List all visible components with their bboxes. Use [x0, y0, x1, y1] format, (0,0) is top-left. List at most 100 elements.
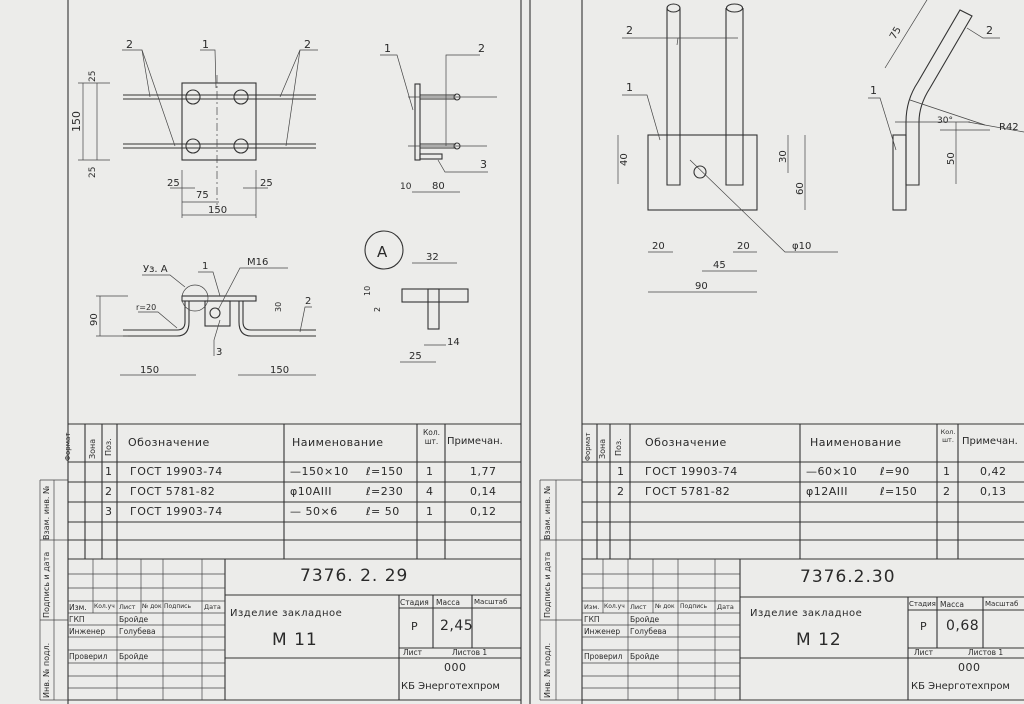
stamp-code: 000 — [444, 661, 467, 674]
stamp-sheet-label: Лист — [914, 648, 934, 657]
svg-text:1: 1 — [626, 81, 633, 94]
header-note: Примечан. — [447, 436, 503, 447]
stamp-scale-label: Масштаб — [474, 598, 508, 606]
row-designation: ГОСТ 19903-74 — [130, 465, 223, 478]
stamp-kol-uch: Кол.уч — [94, 603, 115, 610]
svg-text:2: 2 — [626, 24, 633, 37]
stamp-org: КБ Энерготехпром — [401, 681, 500, 692]
svg-text:25: 25 — [88, 167, 98, 178]
svg-text:2: 2 — [986, 24, 993, 37]
margin-replace-inv: Взам. инв. № — [543, 485, 552, 540]
svg-text:45: 45 — [713, 260, 726, 271]
product-title: Изделие закладное — [750, 608, 863, 619]
stamp-list: Лист — [119, 603, 136, 611]
row-name: — 50×6 — [290, 505, 338, 518]
svg-text:20: 20 — [652, 241, 665, 252]
svg-text:150: 150 — [208, 205, 227, 216]
svg-text:1: 1 — [202, 261, 208, 272]
header-pos: Поз. — [614, 438, 623, 456]
stamp-stage: Р — [411, 620, 419, 633]
svg-text:А: А — [377, 243, 388, 261]
row-designation: ГОСТ 19903-74 — [130, 505, 223, 518]
stamp-role: Инженер — [69, 627, 106, 636]
stamp-kol-uch: Кол.уч — [604, 603, 625, 610]
svg-text:φ10: φ10 — [792, 241, 811, 252]
m11-section-view: 90 30 Уз. А 1 М16 r=20 2 3 150 150 — [89, 257, 316, 376]
stamp-mass-label: Масса — [940, 600, 964, 609]
svg-text:2: 2 — [305, 296, 311, 307]
svg-text:1: 1 — [384, 42, 391, 55]
stamp-role: ГКП — [584, 615, 600, 624]
doc-number: 7376. 2. 29 — [300, 566, 409, 586]
stamp-mass: 2,45 — [440, 618, 474, 634]
svg-text:25: 25 — [409, 351, 422, 362]
svg-text:10: 10 — [400, 182, 412, 192]
svg-text:r=20: r=20 — [136, 303, 156, 312]
stamp-stage: Р — [920, 620, 928, 633]
svg-text:2: 2 — [478, 42, 485, 55]
product-mark: М 12 — [796, 630, 842, 650]
stamp-role: Проверил — [69, 652, 108, 661]
stamp-role: Инженер — [584, 627, 621, 636]
stamp-stage-label: Стадия — [909, 600, 936, 608]
svg-text:1: 1 — [870, 84, 877, 97]
m11-detail-a: А 32 10 2 14 25 — [363, 230, 469, 363]
svg-text:150: 150 — [140, 365, 159, 376]
row-qty: 1 — [426, 505, 434, 518]
svg-text:2: 2 — [304, 38, 311, 51]
row-length: ℓ=90 — [880, 465, 910, 478]
svg-text:150: 150 — [270, 365, 289, 376]
row-note: 0,12 — [470, 505, 497, 518]
stamp-role: ГКП — [69, 615, 85, 624]
row-length: ℓ=150 — [366, 465, 404, 478]
m11-side-view: 1 2 3 10 80 — [380, 42, 497, 193]
svg-text:3: 3 — [480, 158, 487, 171]
m12-front-view: 2 1 40 30 60 φ10 20 20 45 90 — [617, 3, 838, 293]
svg-text:2: 2 — [373, 307, 382, 312]
svg-text:10: 10 — [363, 286, 372, 296]
stamp-signature: Подпись — [164, 603, 191, 610]
svg-text:Уз. А: Уз. А — [143, 264, 168, 275]
svg-text:25: 25 — [88, 71, 98, 82]
header-name: Наименование — [810, 436, 902, 449]
header-zone: Зона — [598, 438, 607, 459]
row-qty: 4 — [426, 485, 434, 498]
stamp-doc-no: № док — [655, 603, 675, 610]
stamp-sheets-label: Листов 1 — [968, 648, 1004, 657]
stamp-stage-label: Стадия — [400, 598, 429, 607]
svg-text:30°: 30° — [937, 116, 953, 126]
row-pos: 2 — [105, 485, 113, 498]
svg-text:40: 40 — [619, 153, 630, 166]
svg-text:25: 25 — [260, 178, 273, 189]
stamp-person: Бройде — [630, 615, 660, 624]
svg-text:90: 90 — [89, 313, 100, 326]
header-designation: Обозначение — [645, 436, 727, 449]
stamp-person: Голубева — [630, 627, 667, 636]
svg-text:1: 1 — [202, 38, 209, 51]
stamp-doc-no: № док — [142, 603, 162, 610]
header-qty: Кол. шт. — [422, 428, 441, 446]
header-format: Формат — [584, 432, 592, 461]
svg-text:80: 80 — [432, 181, 445, 192]
product-title: Изделие закладное — [230, 608, 343, 619]
m11-plan-view: 2 2 1 150 25 25 150 75 25 25 — [70, 38, 318, 218]
stamp-person: Бройде — [630, 652, 660, 661]
header-qty: Кол. шт. — [940, 428, 956, 444]
stamp-list: Лист — [630, 603, 647, 611]
stamp-mass-label: Масса — [436, 598, 460, 607]
svg-text:20: 20 — [737, 241, 750, 252]
row-qty: 1 — [426, 465, 434, 478]
svg-text:25: 25 — [167, 178, 180, 189]
svg-text:2: 2 — [126, 38, 133, 51]
stamp-org: КБ Энерготехпром — [911, 681, 1010, 692]
row-name: —150×10 — [290, 465, 349, 478]
row-length: ℓ=230 — [366, 485, 404, 498]
svg-text:3: 3 — [216, 347, 222, 358]
doc-number: 7376.2.30 — [800, 567, 896, 587]
row-pos: 2 — [617, 485, 625, 498]
row-name: —60×10 — [806, 465, 858, 478]
sheet-borders — [67, 0, 583, 704]
